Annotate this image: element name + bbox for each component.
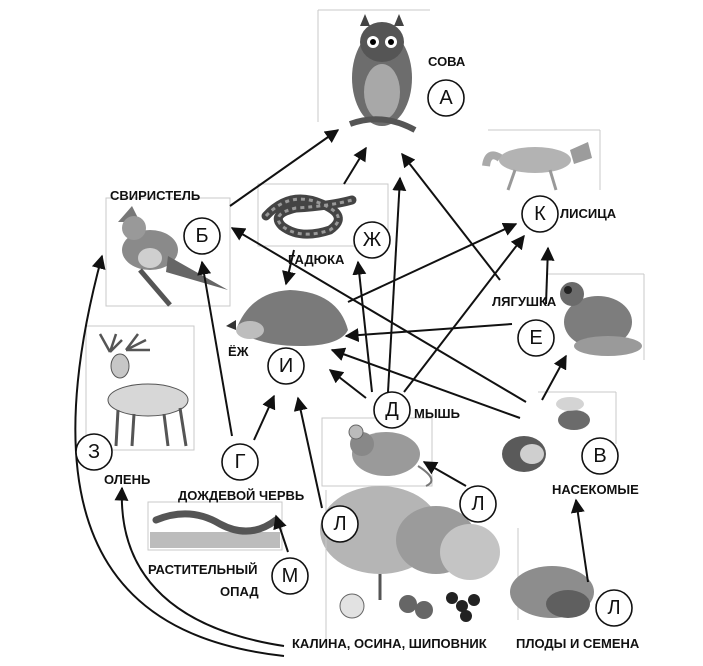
owl-label: СОВА [428,54,466,69]
viper-picture [257,183,389,247]
arrow-worm-to-hedgehog [253,394,276,441]
plants-letter-1: Л [471,493,484,515]
litter-letter: М [282,565,299,587]
deer-letter: З [88,441,100,463]
arrow-frog-to-hedgehog [344,323,513,343]
viper-letter: Ж [363,229,382,251]
node-insects: В [581,437,619,475]
worm-picture [147,501,283,551]
node-viper: Ж [353,221,391,259]
arrow-mouse-to-viper [352,260,373,393]
arrow-hedgehog-to-fox [347,222,518,303]
arrow-mouse-to-fox [403,234,525,393]
node-fruits: Л [595,589,633,627]
fox-letter: К [534,203,546,225]
arrow-litter-to-worm [273,514,289,553]
hedgehog-letter: И [279,355,293,377]
litter-label-line-2: ОПАД [220,584,259,599]
node-frog: Е [517,319,555,357]
hedgehog-picture [226,290,348,346]
arrow-insects-to-waxwing [230,227,527,403]
node-owl: А [427,79,465,117]
node-hedgehog: И [267,347,305,385]
mouse-letter: Д [385,399,399,421]
arrow-insects-to-hedgehog [330,347,521,419]
worm-label: ДОЖДЕВОЙ ЧЕРВЬ [178,488,304,503]
litter-label-line-1: РАСТИТЕЛЬНЫЙ [148,562,257,577]
fruits-picture [510,528,594,620]
arrow-plants-to-waxwing [74,254,285,657]
arrow-plants-to-hedgehog [293,396,323,509]
insects-letter: В [593,445,606,467]
arrow-frog-to-fox [540,246,555,305]
frog-picture [548,273,645,360]
node-fox: К [521,195,559,233]
arrow-plants-to-deer [114,486,285,647]
viper-label: ГАДЮКА [288,252,345,267]
node-mouse: Д [373,391,411,429]
insects-label: НАСЕКОМЫЕ [552,482,639,497]
node-worm: Г [221,443,259,481]
arrow-mouse-to-hedgehog [328,369,367,399]
arrow-insects-to-frog [541,354,567,401]
node-deer: З [75,433,113,471]
node-plants-2: Л [321,505,359,543]
worm-letter: Г [235,451,246,473]
arrow-waxwing-to-owl [229,129,340,207]
arrow-viper-to-owl [343,146,367,185]
node-litter: М [271,557,309,595]
deer-label: ОЛЕНЬ [104,472,150,487]
fox-label: ЛИСИЦА [560,206,617,221]
deer-picture [85,325,195,451]
fruits-letter: Л [607,597,620,619]
arrow-fruits-to-insects [570,498,589,583]
insects-picture [502,391,617,472]
arrow-viper-to-hedgehog [282,249,296,286]
owl-picture [317,9,430,133]
waxwing-picture [105,197,231,307]
waxwing-letter: Б [195,225,208,247]
owl-letter: А [439,87,453,109]
plants-label: КАЛИНА, ОСИНА, ШИПОВНИК [292,636,487,651]
hedgehog-label: ЁЖ [228,344,249,359]
arrow-frog-to-owl [401,152,501,281]
mouse-picture [321,417,433,487]
waxwing-label: СВИРИСТЕЛЬ [110,188,200,203]
fruits-label: ПЛОДЫ И СЕМЕНА [516,636,640,651]
frog-letter: Е [529,327,542,349]
arrow-plants-to-mouse [422,461,467,487]
mouse-label: МЫШЬ [414,406,460,421]
arrow-mouse-to-owl [387,176,407,393]
fox-picture [482,129,601,191]
node-plants-1: Л [459,485,497,523]
food-web-arrows [74,129,589,657]
plants-letter-2: Л [333,513,346,535]
frog-label: ЛЯГУШКА [492,294,557,309]
arrow-worm-to-waxwing [197,260,233,437]
node-waxwing: Б [183,217,221,255]
